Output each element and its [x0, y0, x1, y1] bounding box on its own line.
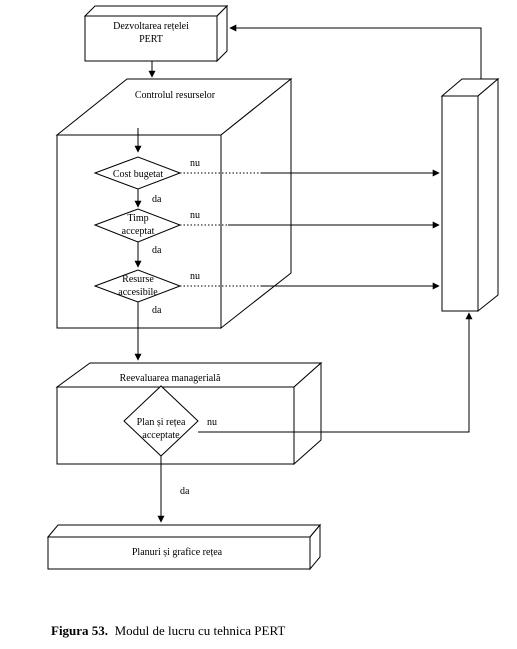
- label-da-plan: da: [180, 486, 190, 497]
- label-plan-2: acceptate: [142, 430, 180, 441]
- cube-controlul-resurselor: [55, 77, 293, 330]
- label-controlul-resurselor: Controlul resurselor: [135, 90, 216, 101]
- decision-cost-bugetat: [93, 156, 182, 190]
- arrow-feedback-to-dezvoltare: [229, 24, 482, 79]
- label-resurse-1: Resurse: [122, 274, 154, 285]
- box-right-feedback: [440, 77, 500, 313]
- label-timp-1: Timp: [127, 213, 148, 224]
- label-reevaluarea: Reevaluarea managerială: [120, 373, 221, 384]
- arrow-plan-no-to-right: [198, 312, 473, 433]
- decision-plan-retea: [123, 385, 199, 457]
- decision-resurse-accesibile: [93, 269, 182, 303]
- decision-timp-acceptat: [93, 208, 182, 243]
- label-nu-plan: nu: [207, 417, 217, 428]
- box-dezvoltarea: [83, 4, 229, 63]
- label-da-cost: da: [152, 194, 162, 205]
- label-dezvoltarea-1: Dezvoltarea rețelei: [113, 21, 189, 32]
- figure-caption: Figura 53. Modul de lucru cu tehnica PER…: [51, 623, 285, 639]
- label-da-resurse: da: [152, 305, 162, 316]
- box-reevaluarea: [55, 361, 323, 466]
- label-resurse-2: accesibile: [118, 287, 158, 298]
- label-timp-2: acceptat: [122, 226, 155, 237]
- label-nu-timp: nu: [190, 210, 200, 221]
- label-nu-resurse: nu: [190, 271, 200, 282]
- figure-caption-text: Modul de lucru cu tehnica PERT: [114, 623, 286, 638]
- label-dezvoltarea-2: PERT: [139, 34, 163, 45]
- figure-caption-label: Figura 53.: [51, 623, 109, 638]
- label-nu-cost: nu: [190, 158, 200, 169]
- label-planuri: Planuri și grafice rețea: [132, 547, 223, 558]
- label-plan-1: Plan și rețea: [137, 417, 186, 428]
- label-cost-bugetat: Cost bugetat: [113, 169, 163, 180]
- box-planuri: [46, 523, 322, 571]
- label-da-timp: da: [152, 245, 162, 256]
